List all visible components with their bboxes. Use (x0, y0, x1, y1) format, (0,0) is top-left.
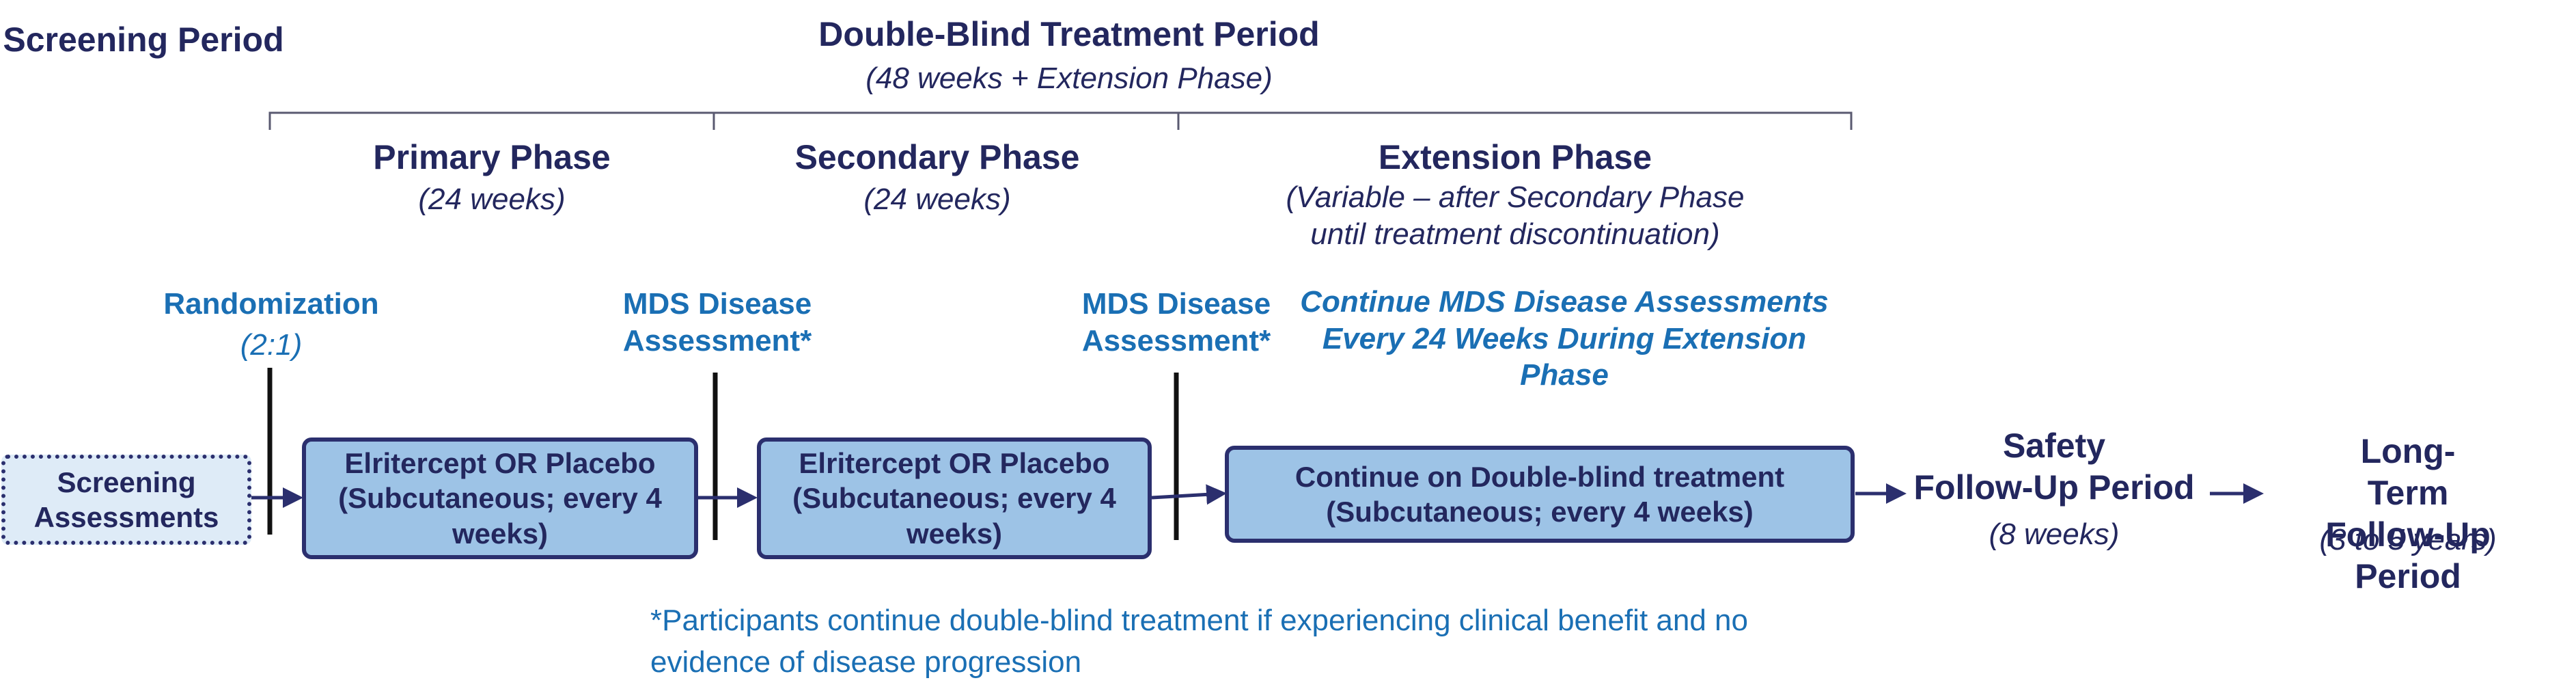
extension-treatment-text: Continue on Double-blind treatment (Subc… (1294, 460, 1785, 528)
primary-phase-title: Primary Phase (373, 138, 611, 176)
primary-phase-duration: (24 weeks) (418, 183, 566, 216)
extension-treatment-box: Continue on Double-blind treatment (Subc… (1225, 446, 1855, 543)
longterm-followup-title: Long-Term Follow-Up Period (2325, 432, 2491, 595)
double-blind-title: Double-Blind Treatment Period (818, 15, 1320, 53)
extension-assessments-label: Continue MDS Disease Assessments Every 2… (1300, 285, 1829, 392)
longterm-followup-duration: (3 to 5 years) (2319, 523, 2497, 556)
screening-assessments-box: Screening Assessments (1, 455, 251, 545)
primary-treatment-text: Elritercept OR Placebo (Subcutaneous; ev… (338, 447, 662, 550)
secondary-treatment-box: Elritercept OR Placebo (Subcutaneous; ev… (757, 438, 1152, 559)
secondary-treatment-text: Elritercept OR Placebo (Subcutaneous; ev… (792, 447, 1116, 550)
screening-assessments-text: Screening Assessments (33, 466, 219, 533)
randomization-ratio: (2:1) (240, 328, 303, 362)
safety-followup-duration: (8 weeks) (1989, 517, 2120, 551)
secondary-phase-duration: (24 weeks) (863, 183, 1011, 216)
arrow-secondary-to-extension (1151, 484, 1227, 505)
extension-phase-duration: (Variable – after Secondary Phase until … (1286, 180, 1745, 251)
double-blind-duration: (48 weeks + Extension Phase) (865, 62, 1273, 95)
extension-phase-title: Extension Phase (1378, 138, 1652, 176)
screening-period-label: Screening Period (3, 21, 284, 59)
secondary-phase-title: Secondary Phase (794, 138, 1080, 176)
period-bracket (268, 111, 1853, 130)
footnote: *Participants continue double-blind trea… (650, 604, 1748, 679)
primary-treatment-box: Elritercept OR Placebo (Subcutaneous; ev… (302, 438, 698, 559)
mds-assessment-label-2: MDS Disease Assessment* (1081, 287, 1271, 358)
mds-assessment-label-1: MDS Disease Assessment* (622, 287, 812, 358)
randomization-label: Randomization (163, 287, 379, 321)
safety-followup-title: Safety Follow-Up Period (1913, 427, 2195, 507)
